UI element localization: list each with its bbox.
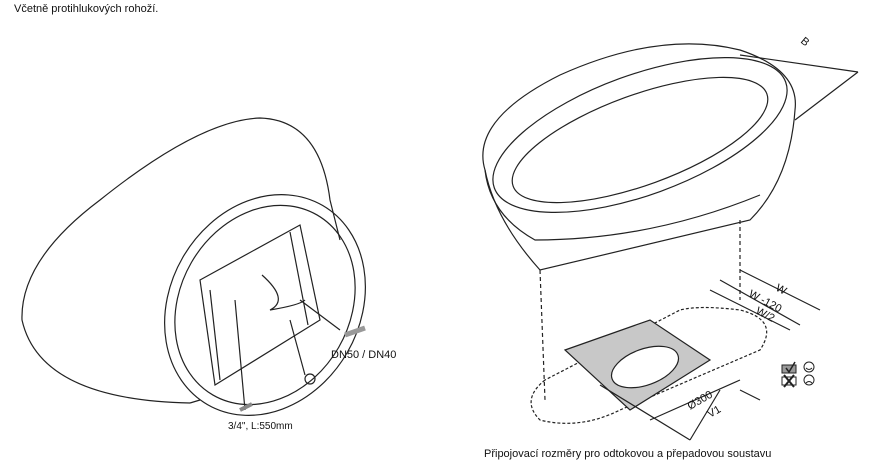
tub-front-view <box>482 43 859 441</box>
caption-bottom: Připojovací rozměry pro odtokovou a přep… <box>484 448 772 460</box>
legend <box>781 361 815 388</box>
sad-icon <box>803 374 815 386</box>
caption-top: Včetně protihlukových rohoží. <box>14 3 159 15</box>
smile-icon <box>803 361 815 373</box>
label-hose: 3/4", L:550mm <box>228 421 293 432</box>
cross-icon <box>781 376 797 386</box>
tub-rear-view <box>21 117 366 416</box>
dim-v1: V1 <box>706 403 724 420</box>
dim-b: B <box>798 35 811 49</box>
dim-w: W <box>774 282 789 298</box>
